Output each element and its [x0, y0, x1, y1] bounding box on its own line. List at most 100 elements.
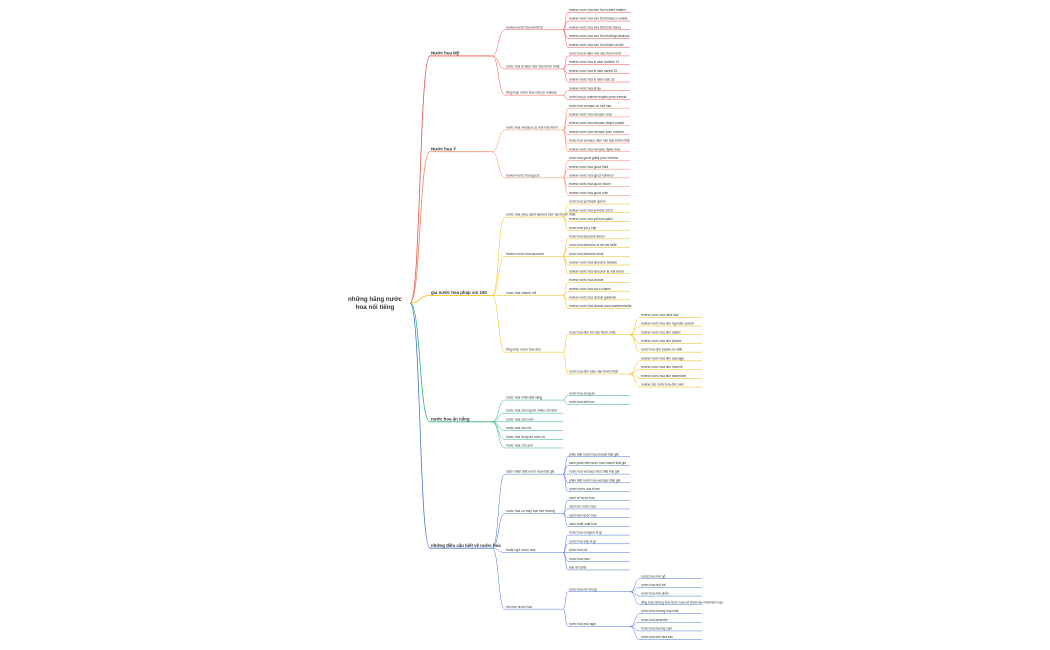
connector-line — [562, 94, 569, 100]
leaf-topic[interactable]: nước hoa ysl y edp — [569, 226, 596, 230]
subtopic[interactable]: nước hoa yves saint laurent mùi nào thơm… — [506, 213, 575, 217]
subtopic[interactable]: nước hoa mùi ngọt — [569, 622, 596, 626]
leaf-topic[interactable]: nước hoa kiến lục — [569, 400, 595, 404]
leaf-topic[interactable]: review nước hoa tom ford ombré leather — [569, 8, 627, 12]
leaf-topic[interactable]: review nước hoa dior homme — [641, 365, 683, 369]
leaf-topic[interactable]: nước hoa song an — [569, 391, 595, 395]
subtopic[interactable]: tổng hợp nước hoa nam jo malone — [506, 91, 557, 95]
leaf-topic[interactable]: review nước hoa tom ford fucking fabulou… — [569, 34, 630, 38]
leaf-topic[interactable]: nước hoa mùi hoa sen — [641, 635, 673, 639]
leaf-topic[interactable]: review nước hoa le labo another 13 — [569, 60, 620, 64]
leaf-topic[interactable]: nước hoa versace eros thật hay giả — [569, 470, 620, 474]
leaf-topic[interactable]: nước hoa hương cam — [641, 627, 672, 631]
leaf-topic[interactable]: review nước hoa versace pour homme — [569, 130, 624, 134]
branch-topic[interactable]: Nước hoa Ý — [431, 146, 456, 151]
subtopic[interactable]: nước hoa dior nữ nào thơm nhất — [569, 330, 615, 334]
leaf-topic[interactable]: nước hoa edp là gì — [569, 539, 596, 543]
leaf-topic[interactable]: nước hoa cho người nhiều nổi đơn — [506, 409, 557, 413]
subtopic[interactable]: nước hoa có mấy loại mùi hương — [506, 509, 555, 513]
leaf-topic[interactable]: review nước hoa versace eros — [569, 113, 612, 117]
leaf-topic[interactable]: nước hoa lancome idole — [569, 252, 604, 256]
subtopic[interactable]: nước hoa nhân đặt nắng — [506, 395, 542, 400]
leaf-topic[interactable]: review nước hoa ysl libre 2019 — [569, 208, 613, 212]
leaf-topic[interactable]: review nước hoa dior sauvage — [641, 356, 684, 360]
leaf-topic[interactable]: nước hoa lancome la vie est belle — [569, 243, 617, 247]
leaf-topic[interactable]: nước hoa lavender — [641, 618, 669, 622]
leaf-topic[interactable]: nước hoa lancome tresor — [569, 234, 606, 238]
leaf-topic[interactable]: nước hoa mùi phấn — [641, 592, 669, 596]
subtopic[interactable]: nước hoa chanel nổi — [506, 291, 536, 295]
leaf-topic[interactable]: nước hoa ysl black opium — [569, 200, 606, 204]
leaf-topic[interactable]: review nước hoa versace bright crystal — [569, 121, 624, 125]
leaf-topic[interactable]: review nước hoa le labo santal 33 — [569, 69, 617, 73]
leaf-topic[interactable]: review nước hoa tom ford black orchid — [569, 43, 624, 47]
subtopic[interactable]: review nước hoa tomford — [506, 25, 543, 29]
leaf-topic[interactable]: nước hoa dùng an toàn cả — [506, 435, 545, 439]
subtopic[interactable]: nước hoa versace có mùi nào thơm — [506, 126, 559, 130]
leaf-topic[interactable]: nước hoa mùi trà — [641, 583, 666, 587]
leaf-topic[interactable]: review nước hoa chanel coco mademoiselle — [569, 304, 632, 308]
leaf-topic[interactable]: review nước hoa ebay — [569, 86, 601, 90]
leaf-topic[interactable]: nước hoa nữ — [569, 548, 588, 552]
leaf-topic[interactable]: cách phân biệt nước hoa chanel thật giả — [569, 461, 626, 465]
branch-topic[interactable]: Nước hoa Mỹ — [431, 51, 460, 56]
leaf-topic[interactable]: review nước hoa lancome la nuit tresor — [569, 269, 625, 273]
leaf-topic[interactable]: review nước hoa lancome miracle — [569, 261, 617, 265]
leaf-topic[interactable]: review nước hoa dior j'adore — [641, 339, 682, 343]
leaf-topic[interactable]: review nước hoa chanel — [569, 278, 603, 282]
leaf-topic[interactable]: nước hoa mùi gỗ — [641, 573, 665, 578]
subtopic[interactable]: nước hoa nữ mùi gì — [569, 587, 597, 591]
leaf-topic[interactable]: review nước hoa ysl mon paris — [569, 217, 613, 221]
leaf-topic[interactable]: review nước hoa le labo rose 31 — [569, 78, 615, 82]
subtopic[interactable]: cách nhận biết nước hoa thật giả — [506, 470, 555, 474]
branch-topic[interactable]: những điều cần biết về nước hoa — [431, 543, 501, 548]
leaf-topic[interactable]: review nước hoa gucci bloom — [569, 182, 611, 186]
leaf-topic[interactable]: cách làm nước hoa — [569, 513, 597, 517]
leaf-topic[interactable]: phân biệt nước hoa versace thật giả — [569, 478, 620, 482]
leaf-topic[interactable]: review nước hoa tom ford lost cherry — [569, 25, 621, 29]
leaf-topic[interactable]: nước nước hoa thơm — [569, 487, 600, 491]
connector-line — [562, 534, 569, 553]
leaf-topic[interactable]: cách xịt nước hoa — [569, 496, 595, 500]
leaf-topic[interactable]: review nước hoa gucci rush — [569, 191, 609, 195]
leaf-topic[interactable]: nước hoa versace nam mùi nào thơm nhất — [569, 139, 630, 143]
leaf-topic[interactable]: review nước hoa dior hypnotic poison — [641, 322, 694, 326]
leaf-topic[interactable]: review nước hoa chanel gabrielle — [569, 295, 616, 299]
subtopic[interactable]: tìm mùi nước hoa — [506, 605, 532, 609]
leaf-topic[interactable]: nước hoa hương hoa nhài — [641, 609, 679, 613]
leaf-topic[interactable]: nước hoa versace có mùi nào — [569, 104, 612, 108]
leaf-topic[interactable]: nước hoa cho anh — [506, 444, 533, 448]
branch-topic[interactable]: gia nước hoa pháp sin 150 — [431, 290, 487, 295]
leaf-topic[interactable]: review các nước hoa dior nam — [641, 383, 684, 387]
leaf-topic[interactable]: nước hoa cho nữ — [506, 426, 532, 430]
leaf-topic[interactable]: review nước hoa coco chanel — [569, 287, 611, 291]
leaf-topic[interactable]: review nước hoa versace dylan blue — [569, 147, 621, 151]
leaf-topic[interactable]: cách chiết xuất hoa — [569, 522, 597, 526]
subtopic[interactable]: thuật ngữ nước hoa — [506, 548, 535, 552]
leaf-topic[interactable]: nước hoa gucci guilty pour homme — [569, 156, 618, 160]
subtopic[interactable]: tổng hợp nước hoa dior — [506, 348, 542, 352]
leaf-topic[interactable]: review nước hoa gucci flora — [569, 165, 609, 169]
leaf-topic[interactable]: cách lưu nước hoa — [569, 505, 596, 509]
leaf-topic[interactable]: nước hoa nam — [569, 557, 590, 561]
leaf-topic[interactable]: review nước hoa dior addict — [641, 330, 681, 334]
branch-topic[interactable]: nước hoa ẩn nắng — [431, 416, 470, 421]
leaf-topic[interactable]: nước hoa dior j'adore ré nhất — [641, 348, 682, 352]
leaf-topic[interactable]: review nước hoa dior fahrenheit — [641, 374, 686, 378]
leaf-topic[interactable]: nước hoa cho nam — [506, 417, 534, 421]
leaf-topic[interactable]: nước hoa jo malone english pear freesia — [569, 95, 626, 99]
subtopic[interactable]: review nước hoa gucci — [506, 173, 540, 177]
leaf-topic[interactable]: review nước hoa miss dior — [641, 313, 679, 317]
leaf-topic[interactable]: eau de toilet — [569, 566, 586, 570]
leaf-topic[interactable]: tổng hợp những loại nước hoa nữ thơm lâu… — [641, 600, 723, 604]
leaf-topic[interactable]: nước hoa cologne là gì — [569, 531, 602, 535]
leaf-topic[interactable]: nước hoa le labo mùi nào thơm nhất — [569, 52, 621, 56]
subtopic[interactable]: review nước hoa lancome — [506, 252, 544, 256]
subtopic[interactable]: nước hoa le labo mùi nào thơm nhất — [506, 65, 560, 69]
connector-line — [562, 216, 569, 231]
leaf-topic[interactable]: review nước hoa gucci bamboo — [569, 173, 614, 177]
subtopic[interactable]: nước hoa dior nam nào thơm nhất — [569, 370, 618, 374]
leaf-topic[interactable]: phân biệt nước hoa chanel thật giả — [569, 452, 619, 456]
leaf-topic[interactable]: review nước hoa tom ford tobacco vanille — [569, 17, 628, 21]
